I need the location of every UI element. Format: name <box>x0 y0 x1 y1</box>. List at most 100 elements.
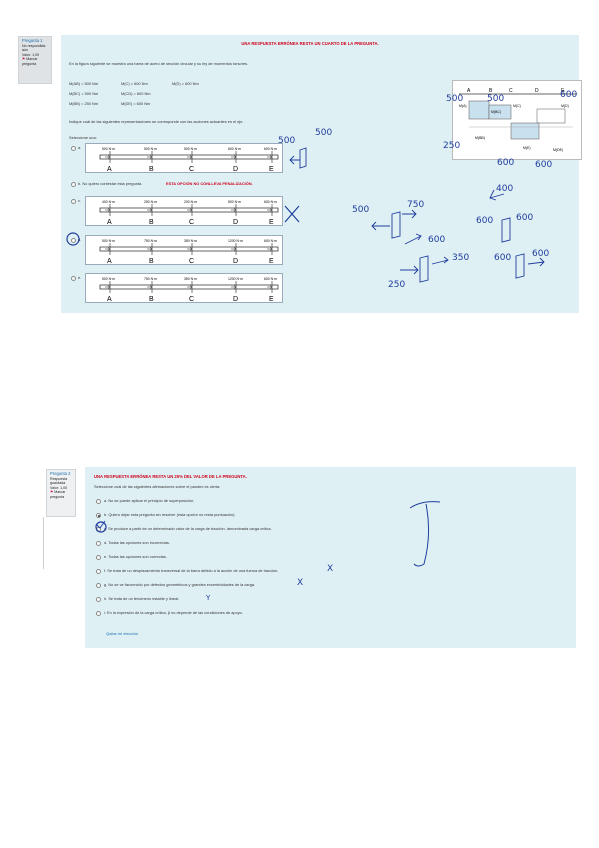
q2-option-f[interactable]: f. Se trata de un desplazamiento transve… <box>96 568 396 575</box>
section-letter: D <box>233 296 238 303</box>
clear-choice-link[interactable]: Quitar mi elección <box>106 631 139 636</box>
flag-question-button[interactable]: ⚑ Marcar <box>50 490 66 495</box>
hw-a-2: 500 <box>315 128 333 138</box>
select-one-label: Seleccione una: <box>69 135 97 140</box>
section-letter: E <box>269 296 274 303</box>
moment-bb: M(BB) = 250 Nm <box>69 101 99 106</box>
question-status: Respuesta <box>50 476 68 481</box>
q2-option-e-radio[interactable] <box>96 555 101 560</box>
q2-option-d-radio[interactable] <box>96 541 101 546</box>
q1-option-c-radio[interactable] <box>71 199 76 204</box>
torque-label: 600 N·m <box>264 200 277 204</box>
q2-option-b-text: b. Quiero dejar esta pregunta sin resolv… <box>104 512 236 517</box>
torque-arrow <box>267 208 273 212</box>
q2-option-f-radio[interactable] <box>96 569 101 574</box>
question-1-statement: En la figura siguiente se muestra una ba… <box>69 61 249 66</box>
section-letter: D <box>233 219 238 226</box>
torque-label: 400 N·m <box>102 200 115 204</box>
section-letter: E <box>269 219 274 226</box>
q2-option-a[interactable]: a. No se puede aplicar el principio de s… <box>96 498 396 505</box>
diagram-block-2 <box>488 104 512 120</box>
flag-label-2: pregunta <box>50 494 65 499</box>
q2-option-g[interactable]: g. No se ve favorecido por defectos geom… <box>96 582 396 589</box>
q1-option-d-letter: d. <box>78 237 82 242</box>
torque-label: 250 N·m <box>144 200 157 204</box>
question-1-warning: UNA RESPUESTA ERRÓNEA RESTA UN CUARTO DE… <box>241 41 379 46</box>
question-2-info: Pregunta 2 Respuesta guardada Valor: 1,0… <box>46 469 76 517</box>
q2-option-a-radio[interactable] <box>96 499 101 504</box>
diagram-label-mbc: M(BC) <box>491 110 501 114</box>
q2-option-d-text: d. Todas las opciones son incorrectas. <box>104 540 170 545</box>
section-letter: C <box>189 219 194 226</box>
q2-option-b[interactable]: b. Quiero dejar esta pregunta sin resolv… <box>96 512 396 519</box>
torque-arrow <box>105 247 111 251</box>
q1-option-c-letter: c. <box>78 198 82 203</box>
flag-question-button[interactable]: ⚑ Marcar <box>22 57 38 62</box>
q2-option-e[interactable]: e. Todas las opciones son correctas. <box>96 554 396 561</box>
question-value: Valor: 1,00 <box>22 52 40 57</box>
hw-400: 400 <box>496 184 514 194</box>
q2-option-i-radio[interactable] <box>96 611 101 616</box>
handwritten-shaft-4 <box>501 217 511 243</box>
handwritten-arrow-a <box>289 155 300 165</box>
hw-mark-g: X <box>297 578 304 588</box>
torque-label: 600 N·m <box>264 147 277 151</box>
moment-de: M(DE) = 600 Nm <box>121 101 151 106</box>
diagram-label-mbb: M(BB) <box>475 136 485 140</box>
question-value: Valor: 1,00 <box>50 485 68 490</box>
question-1-prompt: Indique cuál de las siguientes represent… <box>69 119 244 124</box>
diagram-section-d: D <box>535 88 539 94</box>
torque-label: 500 N·m <box>102 239 115 243</box>
section-letter: B <box>149 258 154 265</box>
diagram-label-me: M(E) <box>523 146 531 150</box>
hw-mark-f: X <box>327 564 334 574</box>
question-2-divider <box>43 517 44 569</box>
handwritten-scribble <box>409 501 441 567</box>
hw-600a: 600 <box>428 235 446 245</box>
diagram-label-md: M(D) <box>561 104 569 108</box>
q2-option-g-radio[interactable] <box>96 583 101 588</box>
q2-option-h-radio[interactable] <box>96 597 101 602</box>
handwritten-shaft-2 <box>391 211 401 239</box>
q2-option-a-text: a. No se puede aplicar el principio de s… <box>104 498 195 503</box>
q2-option-b-radio[interactable] <box>96 513 101 518</box>
torque-arrow <box>147 208 153 212</box>
q1-option-e-radio[interactable] <box>71 276 76 281</box>
q2-option-f-text: f. Se trata de un desplazamiento transve… <box>104 568 279 573</box>
hw-600d: 600 <box>494 253 512 263</box>
torque-arrow <box>147 155 153 159</box>
diagram-block-3 <box>536 108 566 124</box>
q1-option-b-text: b. No quiero contestar esta pregunta. <box>78 181 143 186</box>
hw-750: 750 <box>407 200 425 210</box>
section-letter: B <box>149 219 154 226</box>
torque-arrow <box>231 208 237 212</box>
q2-option-h[interactable]: h. Se trata de un fenómeno estable y lin… <box>96 596 396 603</box>
q2-option-h-text: h. Se trata de un fenómeno estable y lin… <box>104 596 180 601</box>
torque-arrow <box>187 208 193 212</box>
q1-option-d-radio[interactable] <box>71 238 76 243</box>
q2-handwriting-strokes <box>95 501 441 567</box>
section-letter: C <box>189 258 194 265</box>
section-letter: C <box>189 166 194 173</box>
q2-option-e-text: e. Todas las opciones son correctas. <box>104 554 167 559</box>
diagram-section-c: C <box>509 88 513 94</box>
q1-option-b-radio[interactable] <box>71 182 76 187</box>
question-2-prompt: Seleccione cuál de las siguientes afirma… <box>94 484 221 489</box>
q2-option-c-text: c. Se produce a partir de un determinado… <box>104 526 272 531</box>
hw-600c: 600 <box>516 213 534 223</box>
q2-option-i[interactable]: i. En la expresión de la carga crítica, … <box>96 610 396 617</box>
hw-diag-left: 500 <box>446 94 464 104</box>
q2-option-d[interactable]: d. Todas las opciones son incorrectas. <box>96 540 396 547</box>
handwritten-shaft-a <box>299 147 307 169</box>
section-letter: A <box>107 166 112 173</box>
q1-option-a-radio[interactable] <box>71 146 76 151</box>
q1-option-b[interactable]: b. No quiero contestar esta pregunta. ES… <box>69 181 349 189</box>
q2-option-g-text: g. No se ve favorecido por defectos geom… <box>104 582 256 587</box>
moment-bc: M(BC) = 500 Nm <box>69 91 99 96</box>
